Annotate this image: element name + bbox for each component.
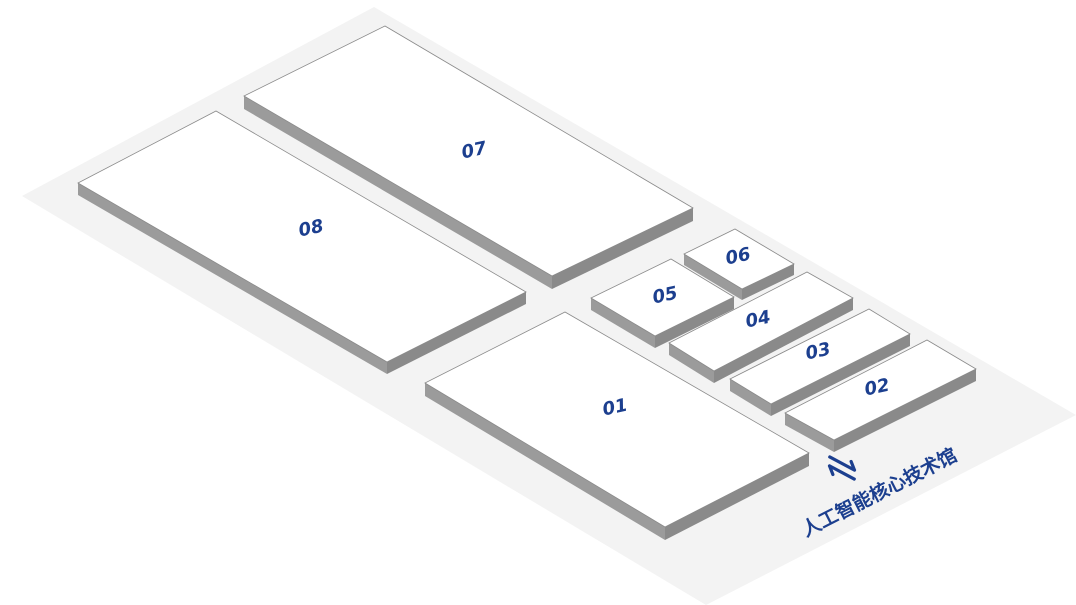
hall-block-02-side [785, 413, 834, 452]
hall-block-07-top [243, 25, 694, 277]
hall-block-08-front [387, 292, 526, 374]
hall-block-08-top [77, 110, 527, 363]
hall-block-01[interactable]: 01 [424, 311, 810, 540]
hall-block-07-side [244, 96, 552, 289]
floor-platform [22, 7, 1076, 605]
hall-label-01: 01 [601, 395, 630, 421]
hall-block-02-front [834, 369, 976, 452]
hall-block-06-front [742, 264, 794, 300]
hall-label-02: 02 [863, 375, 892, 401]
hall-block-07-front [552, 208, 693, 289]
hall-label-03: 03 [804, 339, 833, 365]
hall-block-06[interactable]: 06 [683, 228, 795, 300]
hall-label-08: 08 [297, 216, 326, 242]
hall-block-03-front [771, 334, 910, 416]
hall-label-07: 07 [460, 138, 489, 164]
hall-block-01-side [425, 383, 665, 540]
hall-block-03[interactable]: 03 [729, 308, 911, 416]
hall-block-05[interactable]: 05 [590, 258, 735, 348]
hall-label-04: 04 [744, 307, 773, 333]
hall-block-07[interactable]: 07 [243, 25, 694, 289]
hall-block-02-top [784, 339, 977, 441]
hall-block-06-top [683, 228, 795, 290]
hall-block-04[interactable]: 04 [668, 271, 854, 383]
hall-block-05-top [590, 258, 735, 337]
hall-block-03-side [730, 379, 771, 416]
hall-block-01-top [424, 311, 810, 528]
hall-block-04-front [714, 298, 853, 383]
hall-block-08-side [78, 183, 387, 374]
hall-block-04-top [668, 271, 854, 372]
hall-block-04-side [669, 343, 714, 383]
hall-block-08[interactable]: 08 [77, 110, 527, 374]
hall-block-03-top [729, 308, 911, 405]
hall-block-02[interactable]: 02 [784, 339, 977, 452]
hall-block-06-side [684, 254, 742, 300]
hall-label-06: 06 [724, 244, 753, 270]
hall-block-05-front [655, 297, 734, 348]
hall-block-01-front [665, 453, 809, 540]
hall-label-05: 05 [651, 283, 680, 309]
hall-block-05-side [591, 298, 655, 348]
swap-arrows-icon[interactable] [823, 452, 861, 485]
